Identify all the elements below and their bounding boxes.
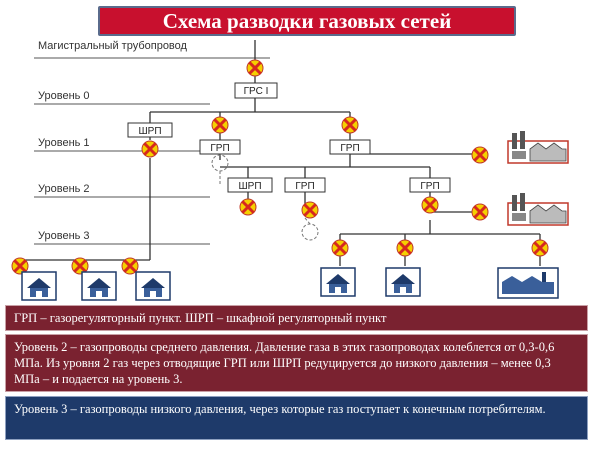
level3-panel: Уровень 3 – газопроводы низкого давления… (5, 396, 588, 440)
level3-text: Уровень 3 – газопроводы низкого давления… (14, 402, 546, 416)
node-grp-1b: ГРП (329, 139, 371, 155)
house-icon (320, 267, 356, 297)
house-icon (21, 271, 57, 301)
svg-text:ШРП: ШРП (138, 126, 161, 137)
house-icon (385, 267, 421, 297)
svg-text:ГРП: ГРП (210, 143, 229, 154)
valve-icon (470, 202, 490, 222)
factory-icon (507, 192, 569, 226)
main-pipeline-label: Магистральный трубопровод (38, 40, 188, 52)
svg-text:ГРП: ГРП (420, 181, 439, 192)
node-grp-2b: ГРП (409, 177, 451, 193)
valve-icon (238, 197, 258, 217)
industrial-consumer-icon (497, 267, 559, 299)
valve-icon (140, 139, 160, 159)
legend-panel: ГРП – газорегуляторный пункт. ШРП – шкаф… (5, 305, 588, 331)
dashed-connectors (211, 154, 319, 241)
factory-icon (507, 130, 569, 164)
level2-panel: Уровень 2 – газопроводы среднего давлени… (5, 334, 588, 392)
pipe-network (19, 40, 541, 268)
level-2-label: Уровень 2 (38, 183, 90, 195)
svg-text:ГРП: ГРП (340, 143, 359, 154)
page-title: Схема разводки газовых сетей (162, 8, 452, 33)
legend-text: ГРП – газорегуляторный пункт. ШРП – шкаф… (14, 311, 387, 325)
node-shrp-1: ШРП (127, 122, 173, 138)
valve-icon (395, 238, 415, 258)
valve-icon (470, 145, 490, 165)
level-3-label: Уровень 3 (38, 230, 90, 242)
valve-icon (330, 238, 350, 258)
node-grp-1a: ГРП (199, 139, 241, 155)
svg-text:ГРС I: ГРС I (244, 86, 269, 97)
valve-icon (210, 115, 230, 135)
node-shrp-2: ШРП (227, 177, 273, 193)
level2-text: Уровень 2 – газопроводы среднего давлени… (14, 340, 555, 386)
node-grs: ГРС I (234, 82, 278, 99)
svg-text:ГРП: ГРП (295, 181, 314, 192)
valve-icon (530, 238, 550, 258)
svg-text:ШРП: ШРП (238, 181, 261, 192)
valve-icon (300, 200, 320, 220)
title-banner: Схема разводки газовых сетей (98, 6, 516, 36)
house-icon (135, 271, 171, 301)
gas-network-diagram: Магистральный трубопровод Уровень 0 Уров… (10, 40, 569, 301)
valve-icon (340, 115, 360, 135)
node-grp-2a: ГРП (284, 177, 326, 193)
valve-icon (420, 195, 440, 215)
valve-icon (245, 58, 265, 78)
house-icon (81, 271, 117, 301)
level-0-label: Уровень 0 (38, 90, 90, 102)
level-1-label: Уровень 1 (38, 137, 90, 149)
